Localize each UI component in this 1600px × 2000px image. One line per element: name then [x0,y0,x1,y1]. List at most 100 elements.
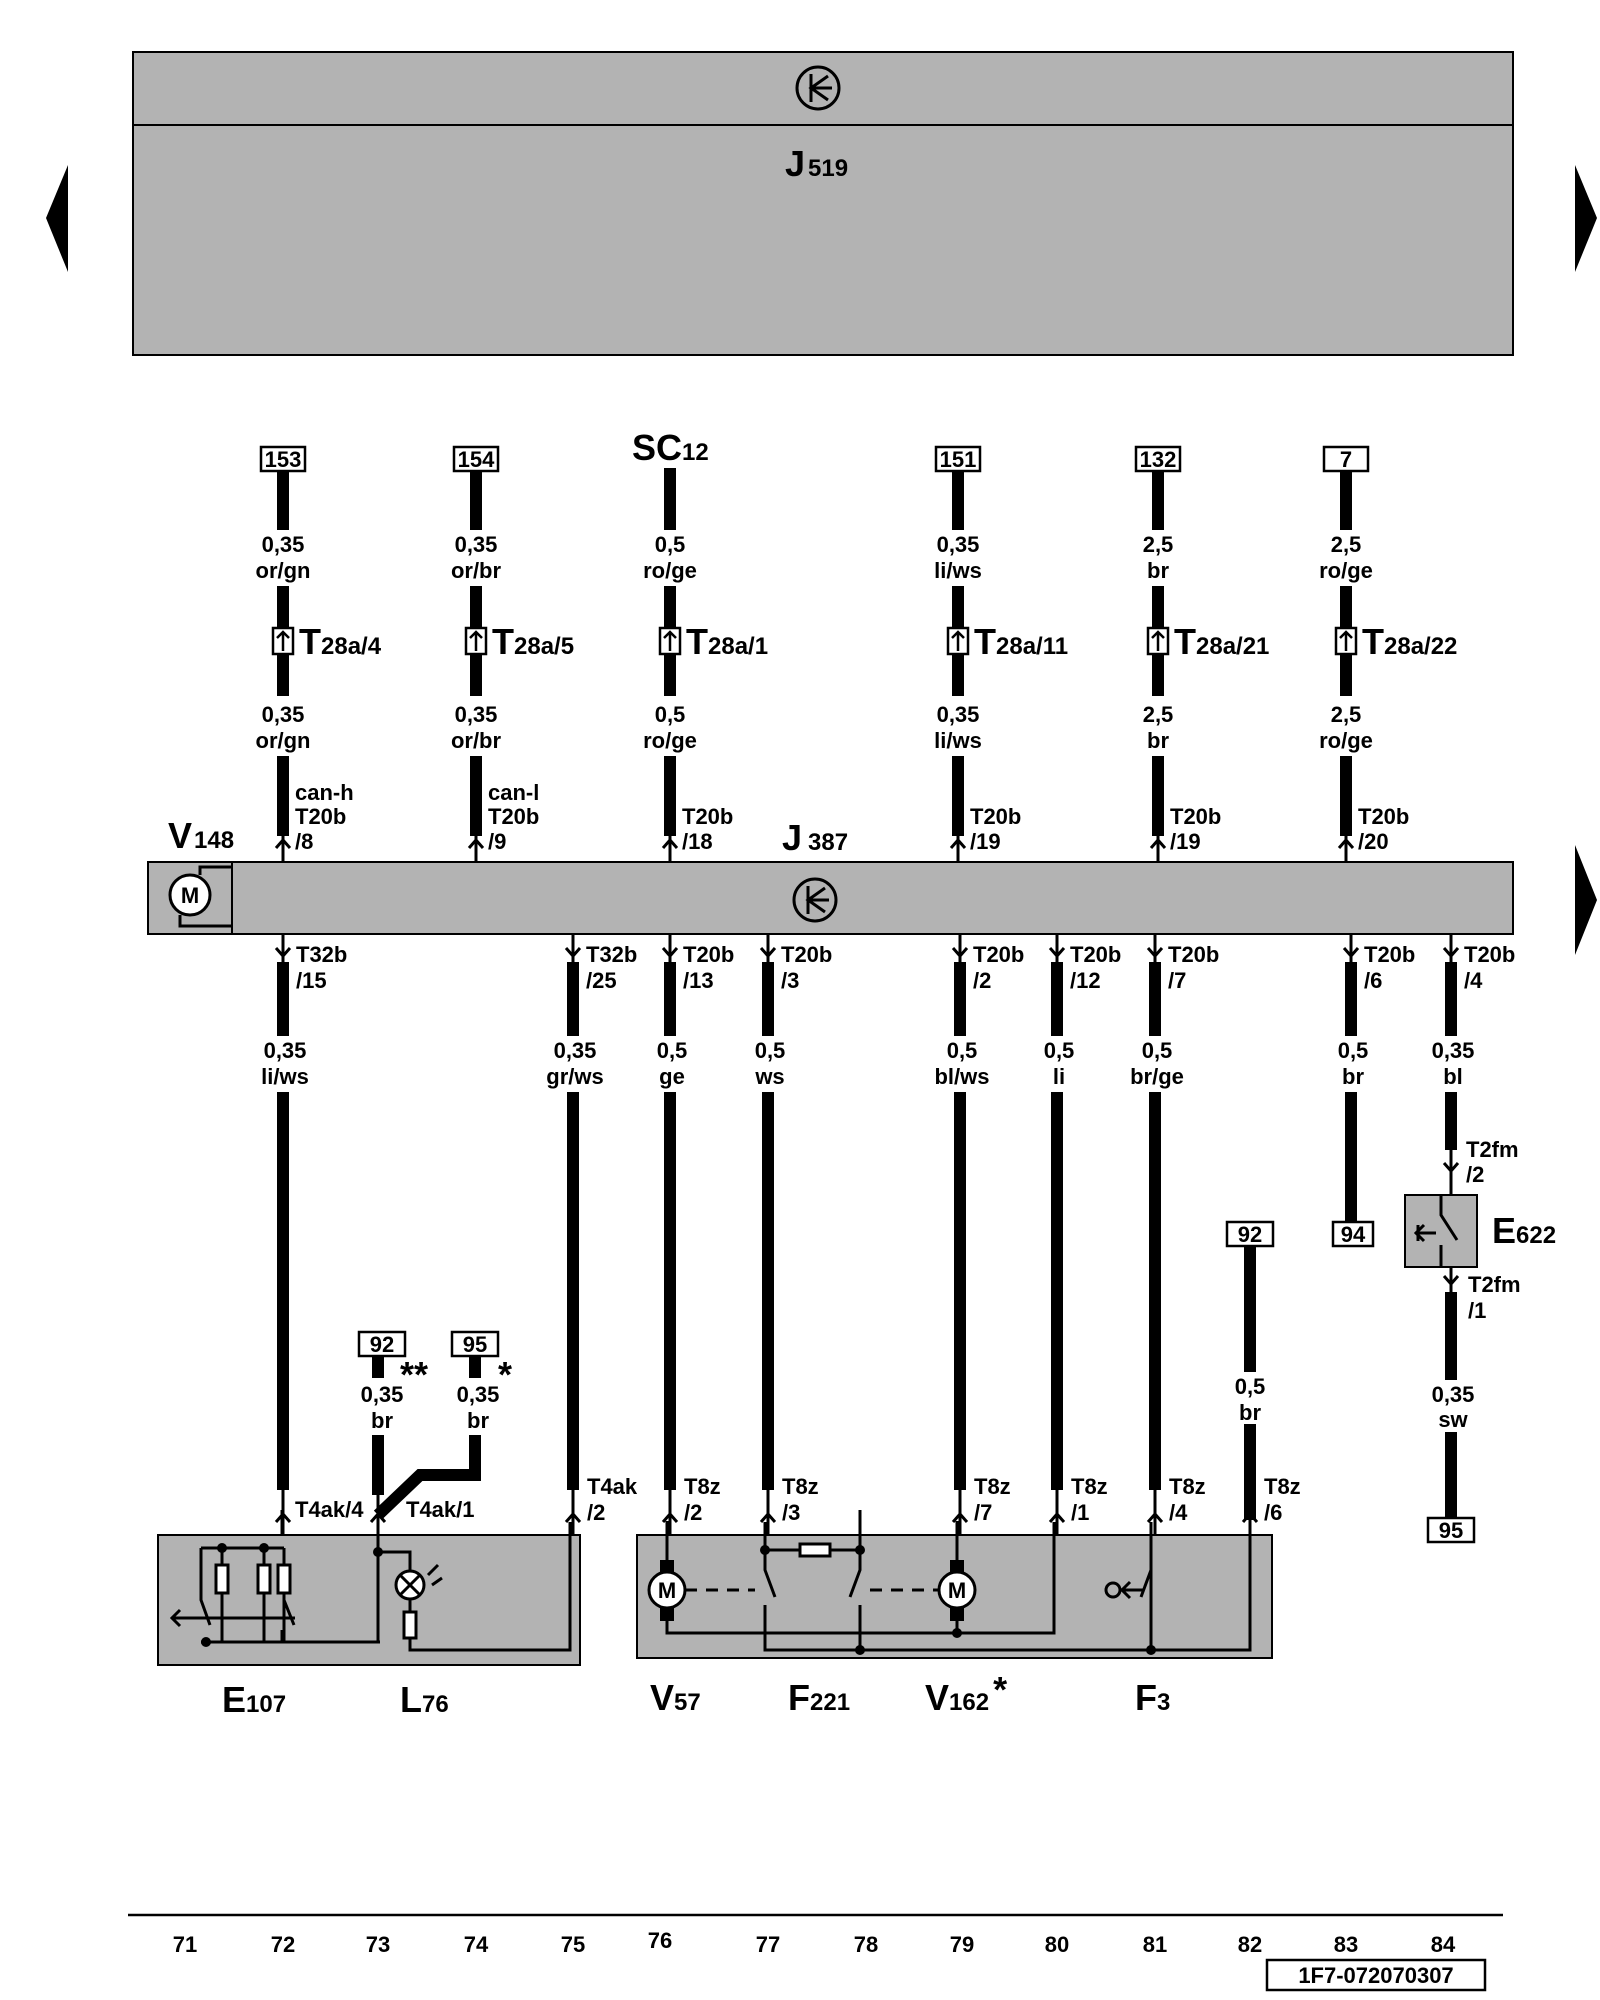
pin-left-2: T4ak/1 [369,1490,475,1535]
top-wires: 1530,35or/gnT28a/40,35or/gncan-hT20b/815… [256,445,1457,862]
component-label-1: E107 [222,1679,286,1720]
pin-number: /8 [295,829,313,854]
wire-size: 0,35 [264,1038,307,1063]
pin-label: T8z [1169,1474,1206,1499]
component-label-3: V57 [650,1677,701,1718]
wire-color: br [1147,558,1169,583]
wire-size: 0,35 [937,702,980,727]
pin-number: /2 [587,1500,605,1525]
pin-label: T8z [782,1474,819,1499]
pin-number: /4 [1169,1500,1188,1525]
wire-color: gr/ws [546,1064,603,1089]
pin-label: T20b [682,804,733,829]
bottom-wire-5: T20b/20,5bl/ws [934,934,1024,1490]
svg-text:95: 95 [1439,1518,1463,1543]
wire-color: ro/ge [1319,558,1373,583]
continuation-arrow-icon[interactable] [1575,845,1597,955]
pin-number: /19 [1170,829,1201,854]
track-number: 76 [648,1928,672,1953]
v162-motor-icon: M [937,1521,977,1633]
wire-color: li [1053,1064,1065,1089]
indicator-lamp-icon [373,1522,572,1652]
bottom-wire-7: T20b/70,5br/ge [1130,934,1219,1490]
pin-label: T20b [1170,804,1221,829]
svg-text:sw: sw [1438,1407,1468,1432]
svg-text:M: M [948,1578,966,1603]
wire-size: 0,5 [655,702,686,727]
wire-color: ro/ge [643,558,697,583]
pin-number: /3 [782,1500,800,1525]
pin-label: T20b [683,942,734,967]
pin-number: /19 [970,829,1001,854]
track-number: 74 [464,1932,489,1957]
track-number: 78 [854,1932,878,1957]
wire-size: 2,5 [1143,532,1174,557]
v148-label: V148 [168,815,234,856]
pin-number: /3 [781,968,799,993]
electronic-unit-icon [795,65,841,111]
pin-label: T20b [970,804,1021,829]
svg-text:T2fm: T2fm [1466,1137,1519,1162]
wire-color: or/gn [256,728,311,753]
track-number: 82 [1238,1932,1262,1957]
lamp-feeds: 92 ** 0,35 br 95 * 0,35 br [357,1330,512,1520]
track-number: 71 [173,1932,197,1957]
wire-size: 0,35 [937,532,980,557]
ref-box-label: 7 [1340,447,1352,472]
svg-text:92: 92 [1238,1222,1262,1247]
previous-page-arrow-icon[interactable] [46,165,68,272]
svg-text:M: M [658,1578,676,1603]
bottom-wire-6: T20b/120,5li [1044,934,1121,1490]
svg-text:95: 95 [463,1332,487,1357]
electronic-unit-icon [792,877,838,923]
v57-f221-v162-f3-unit: M M [636,1510,1273,1659]
wire-size: 0,35 [262,702,305,727]
connector-label: T28a/21 [1174,621,1269,662]
bus-label: can-h [295,780,354,805]
pin-label: T8z [1264,1474,1301,1499]
pin-label: T20b [488,804,539,829]
track-number: 73 [366,1932,390,1957]
track-number: 79 [950,1932,974,1957]
svg-text:**: ** [400,1354,428,1395]
bottom-wire-4: T20b/30,5ws [754,934,832,1490]
wire-size: 0,5 [655,532,686,557]
svg-text:0,35: 0,35 [457,1382,500,1407]
pin-right-4: T8z/1 [1048,1474,1108,1535]
e107-l76-unit [157,1510,581,1666]
bottom-wire-8: T20b/60,5br [1338,934,1415,1093]
pin-right-2: T8z/3 [759,1474,819,1535]
ref-box-label: 153 [265,447,302,472]
next-page-arrow-icon[interactable] [1575,165,1597,272]
pin-label: T4ak [587,1474,638,1499]
pin-number: /9 [488,829,506,854]
pin-number: /12 [1070,968,1101,993]
pin-number: /1 [1071,1500,1089,1525]
svg-text:/1: /1 [1468,1298,1486,1323]
wire-color: li/ws [934,558,982,583]
wire-size: 0,5 [1044,1038,1075,1063]
v57-motor-icon: M [647,1521,1056,1638]
wire-color: or/br [451,558,502,583]
pin-number: /7 [1168,968,1186,993]
pin-number: /2 [973,968,991,993]
component-label-5: V162* [925,1669,1007,1718]
wire-color: bl/ws [934,1064,989,1089]
component-label-4: F221 [788,1677,850,1718]
wire-color: li/ws [934,728,982,753]
pin-right-5: T8z/4 [1146,1474,1206,1535]
wire-color: ws [754,1064,784,1089]
wire-size: 0,35 [455,532,498,557]
pin-number: /25 [586,968,617,993]
pin-number: /20 [1358,829,1389,854]
connector-label: T28a/22 [1362,621,1457,662]
